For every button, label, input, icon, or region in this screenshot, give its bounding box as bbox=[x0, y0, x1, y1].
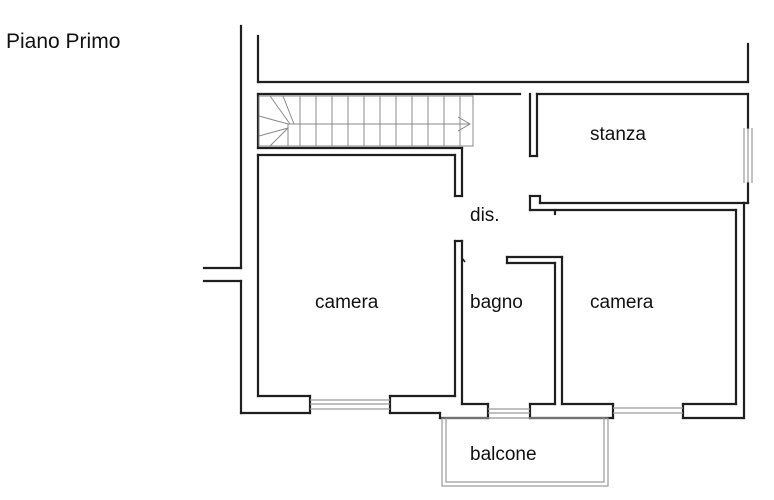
windows bbox=[310, 128, 753, 414]
plan-title: Piano Primo bbox=[6, 30, 120, 53]
room-label-dis: dis. bbox=[470, 205, 500, 226]
room-label-camera-left: camera bbox=[315, 292, 379, 313]
staircase bbox=[258, 95, 474, 147]
balcony bbox=[441, 417, 609, 487]
room-label-stanza: stanza bbox=[590, 124, 646, 145]
room-label-balcone: balcone bbox=[470, 444, 537, 465]
room-label-camera-right: camera bbox=[590, 292, 654, 313]
bottom-outer-wall bbox=[239, 394, 746, 420]
top-outer-walls bbox=[256, 34, 750, 84]
room-label-bagno: bagno bbox=[470, 292, 523, 313]
room-labels: stanza dis. camera bagno camera balcone bbox=[315, 124, 654, 465]
left-outer-wall bbox=[202, 24, 243, 415]
interior-walls bbox=[256, 92, 750, 420]
